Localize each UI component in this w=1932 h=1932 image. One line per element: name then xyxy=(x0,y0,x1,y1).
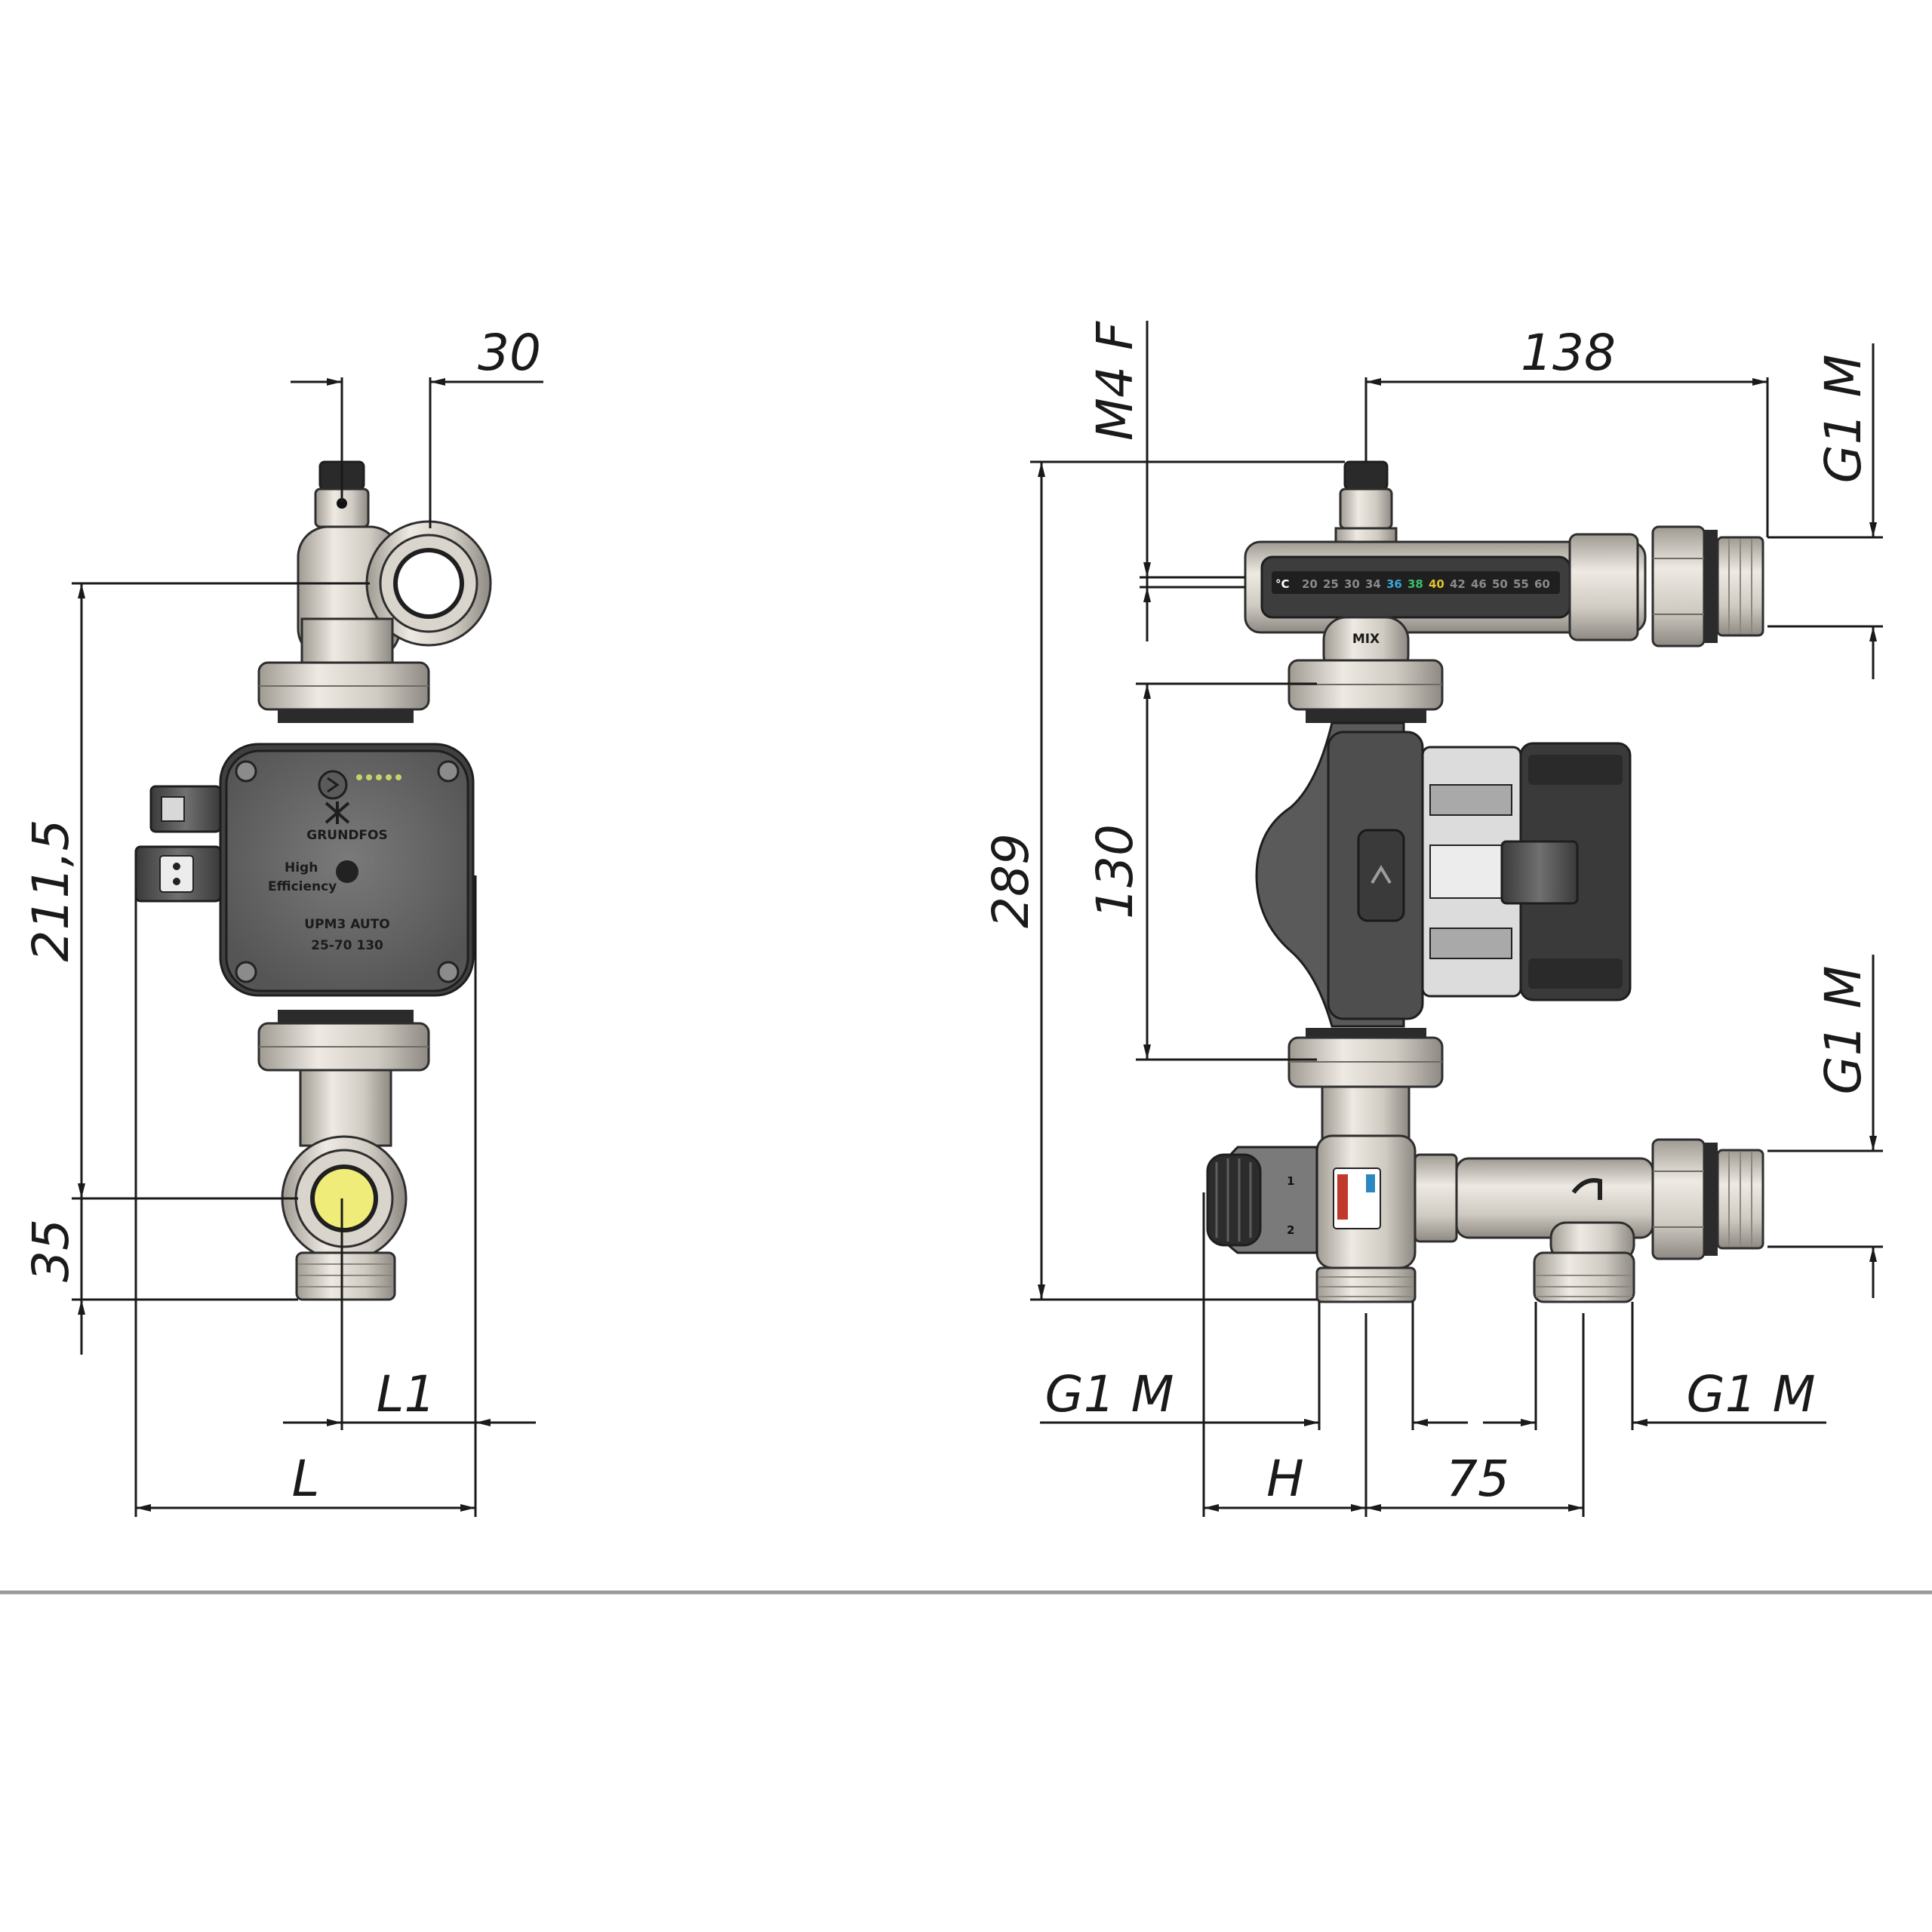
pump-screw-tl xyxy=(235,760,257,783)
return-pipe-hook xyxy=(1571,1178,1602,1200)
grundfos-logo-icon xyxy=(325,801,350,824)
dim-211-5: 211,5 xyxy=(22,820,80,962)
thermometer-scale-label: 60 xyxy=(1534,577,1550,591)
thermometer-scale-label: 38 xyxy=(1407,577,1423,591)
return-union-nut xyxy=(1651,1138,1706,1260)
pump-screw-tr xyxy=(437,760,460,783)
thermometer-scale-label: 25 xyxy=(1323,577,1339,591)
dim-L: L xyxy=(292,1450,320,1508)
thermometer-scale: 20 25 30 34 36 38 40 42 46 50 55 60 xyxy=(1302,577,1550,591)
dim-35: 35 xyxy=(22,1219,80,1282)
dim-G1M-top: G1 M xyxy=(1814,354,1872,483)
lower-body xyxy=(299,1069,392,1147)
pump-screw-br xyxy=(437,961,460,983)
outlet-port-hole xyxy=(393,548,464,619)
knob-mark-1: 1 xyxy=(1287,1174,1294,1188)
thermometer-scale-label: 20 xyxy=(1302,577,1318,591)
supply-union-ring xyxy=(1704,530,1718,643)
pump-brand: GRUNDFOS xyxy=(306,828,388,843)
dim-30: 30 xyxy=(478,324,541,382)
thermometer-scale-label: 40 xyxy=(1429,577,1444,591)
thermometer-scale-label: 50 xyxy=(1492,577,1508,591)
thermometer-scale-label: 34 xyxy=(1365,577,1381,591)
side-air-vent-cap xyxy=(1343,460,1389,491)
pump-led-row xyxy=(356,774,401,780)
pump-button-icon xyxy=(318,770,348,800)
pump-model-line2: 25-70 130 xyxy=(311,938,383,953)
thermometer-unit: °C xyxy=(1275,577,1290,591)
mix-mark-upper: MIX xyxy=(1352,632,1380,647)
thermometer-scale-label: 42 xyxy=(1450,577,1466,591)
valve-stem xyxy=(1321,1085,1411,1141)
return-union-ring xyxy=(1704,1143,1718,1256)
return-pipe-nut xyxy=(1414,1153,1458,1243)
dim-75: 75 xyxy=(1446,1450,1509,1508)
dim-L1: L1 xyxy=(377,1365,436,1423)
supply-union-nut xyxy=(1651,525,1706,648)
inlet-port-plug xyxy=(310,1164,378,1232)
dim-G1M-mid: G1 M xyxy=(1814,965,1872,1094)
thermometer-scale-label: 46 xyxy=(1471,577,1487,591)
dim-289: 289 xyxy=(982,833,1040,928)
knob-grip xyxy=(1206,1153,1262,1247)
front-view: GRUNDFOS High Efficiency UPM3 AUTO 25-70… xyxy=(22,324,543,1517)
return-tee-port xyxy=(1533,1251,1635,1303)
side-air-vent-body xyxy=(1339,488,1393,530)
supply-pipe-collar xyxy=(1568,533,1639,641)
upper-neck xyxy=(300,617,394,666)
dim-M4F: M4 F xyxy=(1086,321,1144,441)
side-view: 20 25 30 34 36 38 40 42 46 50 55 60 °C MIX xyxy=(982,321,1883,1517)
pump-dial xyxy=(336,860,358,883)
dim-130: 130 xyxy=(1086,824,1144,919)
pump-plug xyxy=(1500,840,1579,905)
thermometer-scale-label: 55 xyxy=(1513,577,1529,591)
dim-G1M-right: G1 M xyxy=(1686,1365,1815,1423)
pump-efficiency-line2: Efficiency xyxy=(268,879,337,894)
pump-model-line1: UPM3 AUTO xyxy=(304,917,389,932)
knob-mark-2: 2 xyxy=(1287,1223,1294,1237)
thermometer-scale-label: 36 xyxy=(1386,577,1402,591)
dim-138: 138 xyxy=(1521,324,1616,382)
dim-G1M-left: G1 M xyxy=(1044,1365,1174,1423)
thermometer-scale-label: 30 xyxy=(1344,577,1360,591)
upper-union-gasket xyxy=(278,709,414,723)
lower-union-gasket xyxy=(278,1010,414,1023)
pump-motor-panel xyxy=(1357,829,1405,922)
thermometer-scale-bg xyxy=(1272,571,1560,594)
air-vent-dot xyxy=(337,498,347,509)
dim-H: H xyxy=(1266,1450,1304,1508)
pump-screw-bl xyxy=(235,961,257,983)
pump-efficiency-line1: High xyxy=(285,860,318,875)
